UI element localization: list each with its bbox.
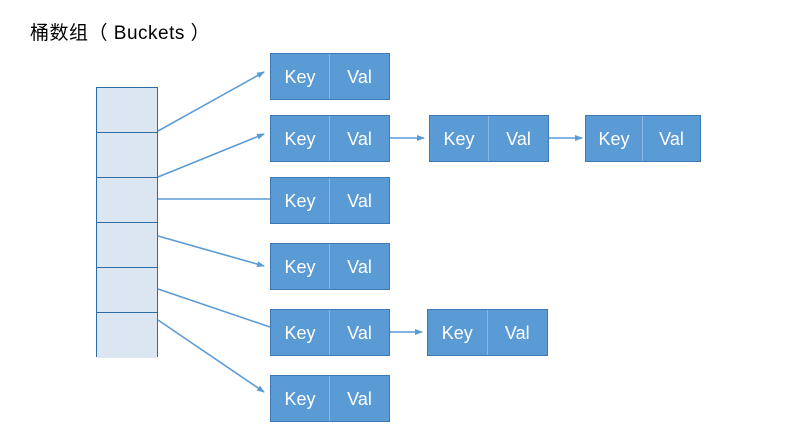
link-bucket0-node0 <box>157 71 265 132</box>
kv-node-val: Val <box>504 322 530 343</box>
kv-node-r1-n1[interactable]: Key Val <box>429 115 549 162</box>
kv-node-r4-n1[interactable]: Key Val <box>427 309 548 356</box>
bucket-cell-0[interactable] <box>97 88 157 133</box>
kv-node-r2-n0[interactable]: Key Val <box>270 177 390 224</box>
kv-node-r1-n2[interactable]: Key Val <box>585 115 701 162</box>
kv-node-val: Val <box>506 128 531 149</box>
link-bucket5-node0 <box>157 319 265 393</box>
bucket-cell-2[interactable] <box>97 178 157 223</box>
kv-node-key: Key <box>430 116 489 161</box>
kv-node-r0-n0[interactable]: Key Val <box>270 53 390 100</box>
diagram-title: 桶数组（ Buckets ） <box>30 23 211 44</box>
kv-node-val: Val <box>347 256 372 277</box>
kv-node-key: Key <box>428 310 488 355</box>
bucket-cell-1[interactable] <box>97 133 157 178</box>
kv-node-val: Val <box>347 322 372 343</box>
link-bucket1-node0 <box>157 133 265 178</box>
kv-node-key: Key <box>271 310 330 355</box>
bucket-cell-5[interactable] <box>97 313 157 358</box>
kv-node-val: Val <box>347 66 372 87</box>
kv-node-key: Key <box>271 178 330 223</box>
bucket-array <box>96 87 158 358</box>
kv-node-key: Key <box>586 116 643 161</box>
kv-node-key: Key <box>271 54 330 99</box>
kv-node-key: Key <box>271 376 330 421</box>
kv-node-r1-n0[interactable]: Key Val <box>270 115 390 162</box>
link-bucket4-node0 <box>157 288 271 328</box>
kv-node-val: Val <box>659 128 684 149</box>
kv-node-r4-n0[interactable]: Key Val <box>270 309 390 356</box>
bucket-cell-3[interactable] <box>97 223 157 268</box>
kv-node-r5-n0[interactable]: Key Val <box>270 375 390 422</box>
kv-node-key: Key <box>271 116 330 161</box>
kv-node-val: Val <box>347 190 372 211</box>
kv-node-r3-n0[interactable]: Key Val <box>270 243 390 290</box>
link-bucket3-node0 <box>157 235 265 267</box>
kv-node-key: Key <box>271 244 330 289</box>
bucket-cell-4[interactable] <box>97 268 157 313</box>
kv-node-val: Val <box>347 388 372 409</box>
kv-node-val: Val <box>347 128 372 149</box>
